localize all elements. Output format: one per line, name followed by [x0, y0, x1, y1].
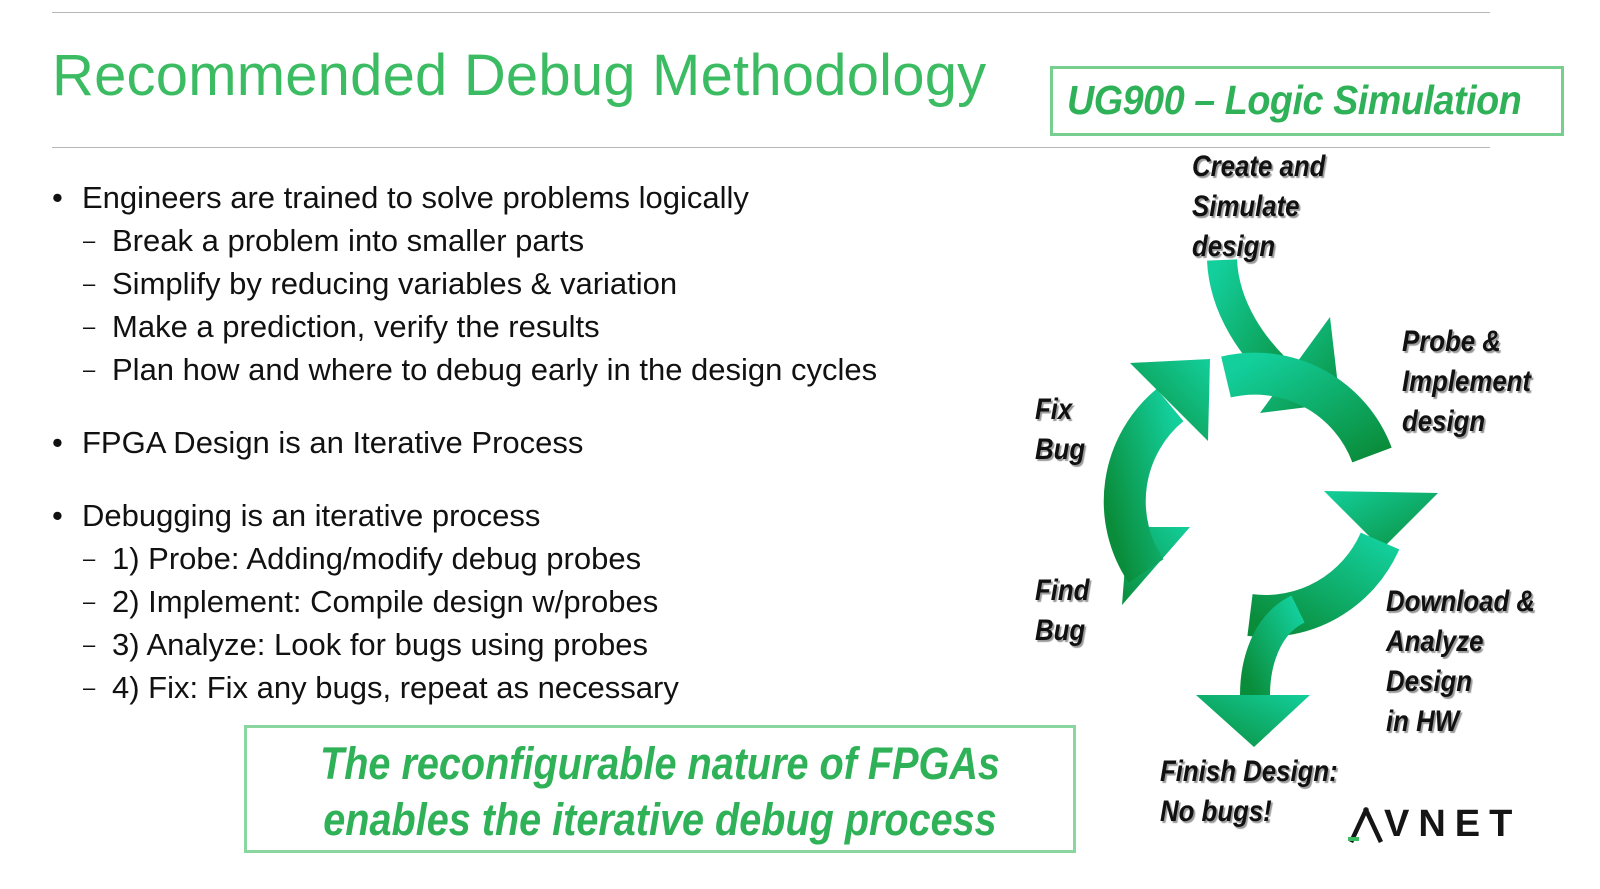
sub-bullet-text: Make a prediction, verify the results: [112, 309, 600, 344]
sub-bullet-item: – Make a prediction, verify the results: [52, 305, 1012, 348]
bullet-text: Engineers are trained to solve problems …: [82, 180, 749, 215]
step-fix-bug: Fix Bug: [1035, 390, 1085, 470]
step-line: Implement: [1402, 365, 1532, 398]
step-line: in HW: [1386, 705, 1460, 738]
step-find-bug: Find Bug: [1035, 571, 1089, 651]
avnet-a-icon: [1348, 807, 1383, 843]
callout-box: The reconfigurable nature of FPGAs enabl…: [244, 725, 1076, 853]
sub-bullet-text: Plan how and where to debug early in the…: [112, 352, 878, 387]
bullet-list: • Engineers are trained to solve problem…: [52, 176, 1012, 709]
sub-bullet-item: – Plan how and where to debug early in t…: [52, 348, 1012, 391]
step-line: No bugs!: [1160, 795, 1272, 828]
sub-bullet-mark: –: [83, 632, 96, 657]
step-line: Fix: [1035, 393, 1073, 426]
cycle-arrowhead-right: [1324, 491, 1438, 549]
bullet-group-engineers: • Engineers are trained to solve problem…: [52, 176, 1012, 391]
sub-bullet-item: – 1) Probe: Adding/modify debug probes: [52, 537, 1012, 580]
logo-stroke-right: [1363, 807, 1383, 843]
cycle-arc-left: [1103, 388, 1184, 583]
exit-arrow-shaft: [1240, 595, 1306, 696]
logo-wordmark: VNET: [1384, 803, 1522, 845]
sub-bullet-text: Break a problem into smaller parts: [112, 223, 585, 258]
step-line: Bug: [1035, 433, 1086, 466]
avnet-logo: VNET: [1348, 804, 1518, 844]
sub-bullet-mark: –: [83, 546, 96, 571]
cycle-arc-bottom: [1247, 532, 1400, 637]
bullet-mark: •: [52, 498, 63, 533]
sub-bullet-text: 2) Implement: Compile design w/probes: [112, 584, 659, 619]
sub-bullet-text: 3) Analyze: Look for bugs using probes: [112, 627, 648, 662]
bullet-group-fpga: • FPGA Design is an Iterative Process: [52, 421, 1012, 464]
sub-bullet-mark: –: [83, 589, 96, 614]
sub-bullet-mark: –: [83, 271, 96, 296]
exit-arrowhead: [1196, 695, 1310, 747]
step-probe-implement: Probe & Implement design: [1402, 322, 1531, 442]
step-line: Download &: [1386, 585, 1536, 618]
bullet-item: • Debugging is an iterative process: [52, 494, 1012, 537]
sub-bullet-item: – 2) Implement: Compile design w/probes: [52, 580, 1012, 623]
sub-bullet-item: – 4) Fix: Fix any bugs, repeat as necess…: [52, 666, 1012, 709]
step-finish-design: Finish Design: No bugs!: [1160, 752, 1338, 832]
step-line: Design: [1386, 665, 1473, 698]
step-line: design: [1402, 405, 1486, 438]
bullet-mark: •: [52, 180, 63, 215]
callout-line-2: enables the iterative debug process: [323, 794, 997, 845]
step-line: Analyze: [1386, 625, 1484, 658]
sub-bullet-mark: –: [83, 357, 96, 382]
sub-bullet-mark: –: [83, 228, 96, 253]
bullet-item: • FPGA Design is an Iterative Process: [52, 421, 1012, 464]
sub-bullet-item: – 3) Analyze: Look for bugs using probes: [52, 623, 1012, 666]
reference-box: UG900 – Logic Simulation: [1050, 66, 1564, 136]
sub-bullet-text: 1) Probe: Adding/modify debug probes: [112, 541, 642, 576]
sub-bullet-item: – Simplify by reducing variables & varia…: [52, 262, 1012, 305]
callout-line-1: The reconfigurable nature of FPGAs: [320, 738, 1000, 789]
cycle-arc-top: [1221, 352, 1392, 463]
page-title: Recommended Debug Methodology: [52, 43, 987, 108]
sub-bullet-mark: –: [83, 314, 96, 339]
bullet-text: FPGA Design is an Iterative Process: [82, 425, 584, 460]
reference-label: UG900 – Logic Simulation: [1067, 77, 1522, 123]
sub-bullet-item: – Break a problem into smaller parts: [52, 219, 1012, 262]
sub-bullet-text: 4) Fix: Fix any bugs, repeat as necessar…: [112, 670, 679, 705]
step-line: design: [1192, 230, 1276, 263]
step-line: Probe &: [1402, 325, 1501, 358]
title-divider: [52, 147, 1490, 148]
step-line: Find: [1035, 574, 1090, 607]
sub-bullet-mark: –: [83, 675, 96, 700]
sub-bullet-text: Simplify by reducing variables & variati…: [112, 266, 678, 301]
step-download-analyze: Download & Analyze Design in HW: [1386, 582, 1535, 742]
bullet-group-debugging: • Debugging is an iterative process – 1)…: [52, 494, 1012, 709]
step-line: Create and: [1192, 150, 1326, 183]
bullet-item: • Engineers are trained to solve problem…: [52, 176, 1012, 219]
iterative-cycle-diagram: [1103, 258, 1438, 747]
step-line: Finish Design:: [1160, 755, 1338, 788]
step-line: Simulate: [1192, 190, 1300, 223]
logo-green-accent: [1348, 837, 1359, 841]
top-divider: [52, 12, 1490, 13]
logo-stroke-left: [1349, 807, 1369, 843]
cycle-arrowhead-top-left: [1130, 359, 1210, 441]
step-create-simulate: Create and Simulate design: [1192, 147, 1325, 267]
step-line: Bug: [1035, 614, 1086, 647]
bullet-mark: •: [52, 425, 63, 460]
bullet-text: Debugging is an iterative process: [82, 498, 541, 533]
